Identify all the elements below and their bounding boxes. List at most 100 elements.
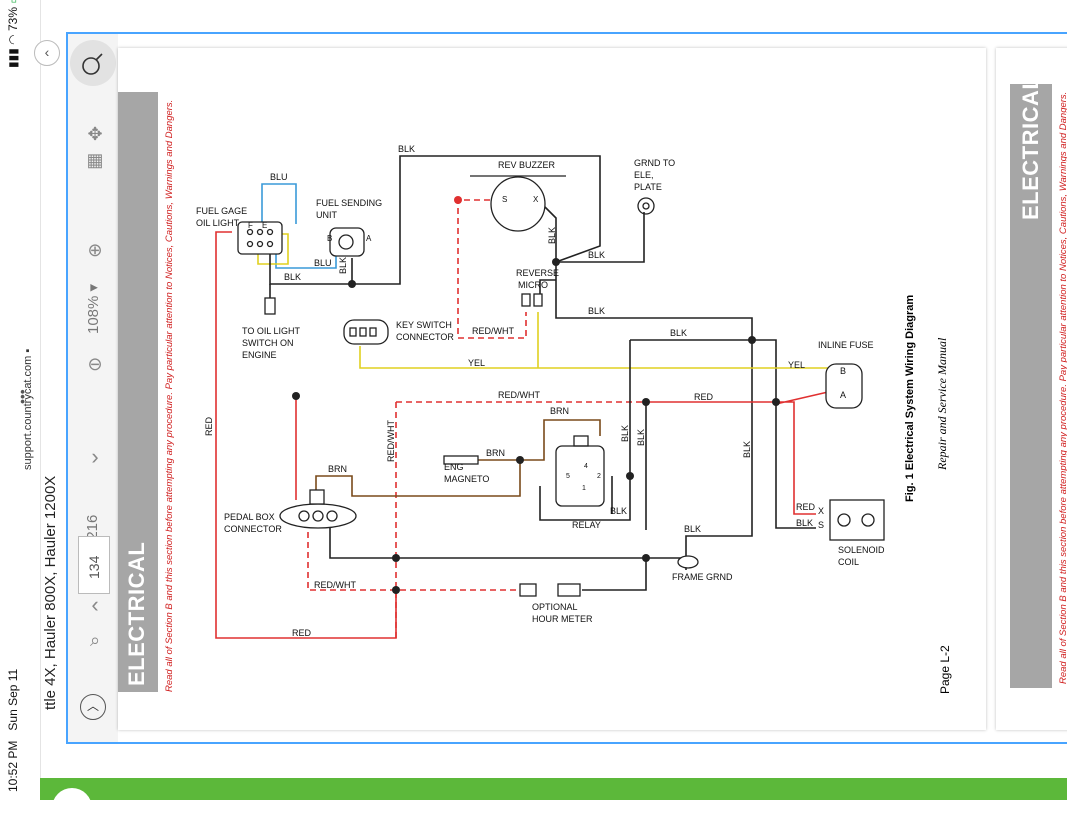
label-relay: RELAY [572,520,601,530]
pin-r4: 4 [584,463,588,470]
home-button[interactable] [52,788,92,828]
pin-a: A [366,234,372,243]
prev-page-icon[interactable]: ‹ [91,592,99,617]
wire-label: BLK [620,425,630,442]
pin-fa: A [840,390,846,400]
label-fuel-sending: FUEL SENDING [316,198,382,208]
label-magneto: MAGNETO [444,474,489,484]
pin-r5: 5 [566,473,570,480]
pin-fb: B [840,366,846,376]
reverse-micro [521,293,531,307]
wire-label: BLK [284,272,301,282]
label-pedal-connector: CONNECTOR [224,524,282,534]
status-bar: 10:52 PM Sun Sep 11 ▮▮▮ ◠ 73% ▭ support.… [0,0,41,800]
wire-blk-micro [555,262,753,528]
oil-switch [264,297,276,315]
eng-magneto [443,455,479,465]
wire-label: BLU [314,258,332,268]
label-connector: CONNECTOR [396,332,454,342]
hour-meter-plug1 [519,583,537,597]
inline-fuse [825,363,863,409]
wire-blk-mid [630,339,816,529]
wire-blu-top [261,183,297,226]
pin-f: F [248,221,253,230]
next-section-band: ELECTRICAL [1010,76,1052,688]
search-small-icon[interactable]: ⌕ [89,630,101,650]
wire-yel-gage [257,233,289,265]
pin-r2: 2 [597,473,601,480]
pin-r1: 1 [582,485,586,492]
junction-dot [552,258,560,266]
label-oil-light: OIL LIGHT [196,218,240,228]
junction-dot [392,586,400,594]
wire-brn-relay [520,419,601,461]
wire-label: RED [694,392,714,402]
wire-label: BLK [398,144,415,154]
wire-red-buzzer [457,199,527,339]
wire-label: BRN [328,464,347,474]
wire-label: BLK [670,328,687,338]
wire-label: BLK [610,506,627,516]
wire-label: RED/WHT [498,390,540,400]
label-optional: OPTIONAL [532,602,578,612]
label-micro: MICRO [518,280,548,290]
frame-ground [677,555,699,569]
zoom-in-icon[interactable]: ⊕ [87,240,103,260]
wiring-diagram: FUEL GAGE OIL LIGHT FUEL SENDING UNIT RE… [196,144,885,639]
fuel-sender-box [329,227,365,257]
page-view-icon[interactable]: ▦ [86,150,104,170]
solenoid-coil [829,499,885,541]
label-frame-grnd: FRAME GRND [672,572,733,582]
zoom-out-icon[interactable]: ⊖ [87,354,103,374]
label-grnd-to: GRND TO [634,158,675,168]
pin-rx: X [533,195,539,204]
wire-red-wht-hour [307,522,520,591]
wire-blk-frame [329,522,753,559]
wire-blk-top [352,155,601,285]
wire-label: BLK [588,306,605,316]
wire-label: RED [292,628,312,638]
wire-label: RED [796,502,816,512]
label-inline-fuse: INLINE FUSE [818,340,874,350]
junction-dot [642,554,650,562]
move-tool-icon[interactable]: ✥ [87,124,103,144]
label-key-switch: KEY SWITCH [396,320,452,330]
junction-dot [772,398,780,406]
wire-label: BRN [550,406,569,416]
pin-sx: X [818,506,824,516]
junction-dot [748,336,756,344]
wire-label: RED/WHT [386,420,396,462]
wire-blk-frame2 [582,558,647,591]
junction-dot [292,392,300,400]
pedal-box-connector [279,503,357,529]
wire-blk-relay [539,340,631,521]
label-rev-buzzer: REV BUZZER [498,160,556,170]
label-eng: ENG [444,462,464,472]
wire-label: RED [204,416,214,436]
wire-label: BLK [684,524,701,534]
junction-dot [454,196,462,204]
wire-label: BLK [796,518,813,528]
back-button[interactable]: ‹ [34,40,60,66]
junction-dot [392,554,400,562]
viewer-toolbar: ✥ ▦ ⊕ 108% ▾ ⊖ › / 216 134 ‹ ⌕ ︿ [68,34,118,742]
next-page-icon[interactable]: › [91,444,99,469]
label-hour-meter: HOUR METER [532,614,593,624]
chevron-left-icon: ‹ [44,44,50,60]
wire-red-fuse [646,391,829,515]
wire-label: BLK [636,429,646,446]
junction-dot [642,398,650,406]
page-number-input[interactable]: 134 [78,536,110,594]
wire-yel-key [359,312,828,369]
chevron-up-icon: ︿ [86,699,99,713]
hour-meter-plug2 [557,583,581,597]
wire-red-left [215,231,397,639]
search-tool-button[interactable] [70,40,116,86]
label-plate: PLATE [634,182,662,192]
label-unit: UNIT [316,210,337,220]
wire-label: BRN [486,448,505,458]
pin-rs: S [502,195,507,204]
scroll-up-button[interactable]: ︿ [80,694,106,720]
label-solenoid: SOLENOID [838,545,885,555]
pin-ss: S [818,520,824,530]
